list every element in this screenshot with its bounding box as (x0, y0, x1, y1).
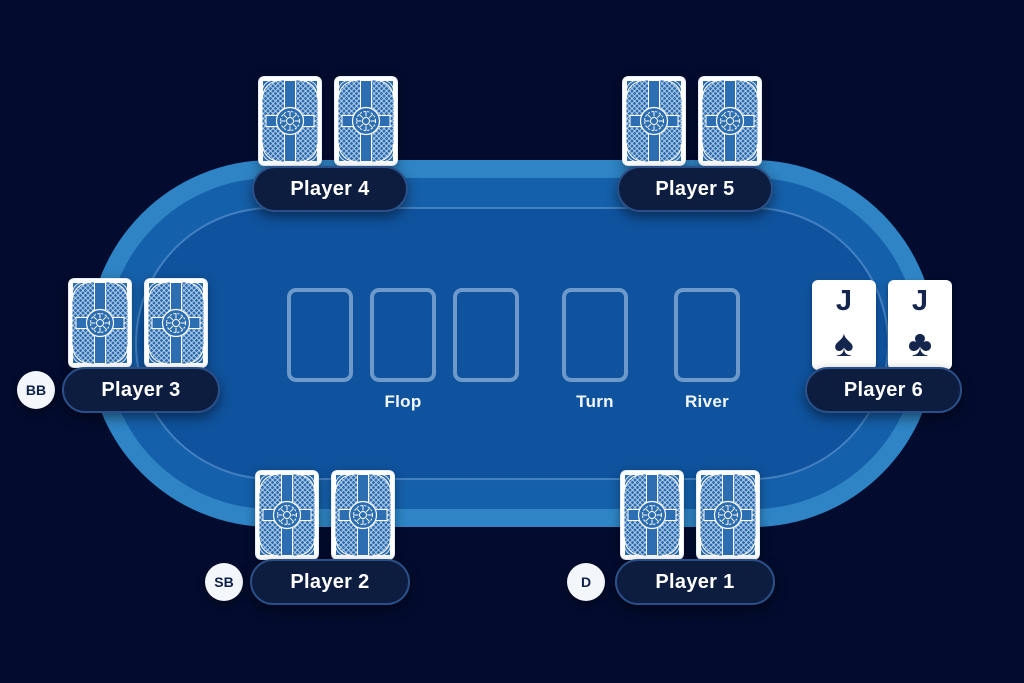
player-4-name: Player 4 (290, 177, 370, 200)
small-blind-badge: SB (205, 563, 243, 601)
turn-label: Turn (576, 392, 614, 411)
poker-table-band (106, 178, 918, 509)
board-slot-flop-3 (453, 288, 519, 382)
player-2-name: Player 2 (290, 570, 370, 593)
river-label: River (684, 392, 730, 411)
player-3-name: Player 3 (101, 378, 181, 401)
card-back (334, 76, 398, 166)
board-slot-flop-2 (370, 288, 436, 382)
player-4-nameplate[interactable]: Player 4 (252, 166, 408, 212)
player-5-nameplate[interactable]: Player 5 (617, 166, 773, 212)
dealer-badge: D (567, 563, 605, 601)
player-6-name: Player 6 (843, 378, 924, 401)
card-back (258, 76, 322, 166)
player-3-nameplate[interactable]: Player 3 (62, 367, 220, 413)
card-back (698, 76, 762, 166)
player-2-nameplate[interactable]: Player 2 (250, 559, 410, 605)
big-blind-badge: BB (17, 371, 55, 409)
player-5-cards (622, 76, 762, 166)
board-slot-flop-1 (287, 288, 353, 382)
board-slot-river (674, 288, 740, 382)
player-1-name: Player 1 (655, 570, 735, 593)
player-6-nameplate[interactable]: Player 6 (805, 367, 962, 413)
player-1-nameplate[interactable]: Player 1 (615, 559, 775, 605)
player-5-name: Player 5 (655, 177, 735, 200)
player-4-cards (258, 76, 398, 166)
card-back (622, 76, 686, 166)
poker-table-felt (135, 207, 889, 480)
poker-table-rim (88, 160, 936, 527)
board-slot-turn (562, 288, 628, 382)
flop-label: Flop (384, 392, 422, 411)
